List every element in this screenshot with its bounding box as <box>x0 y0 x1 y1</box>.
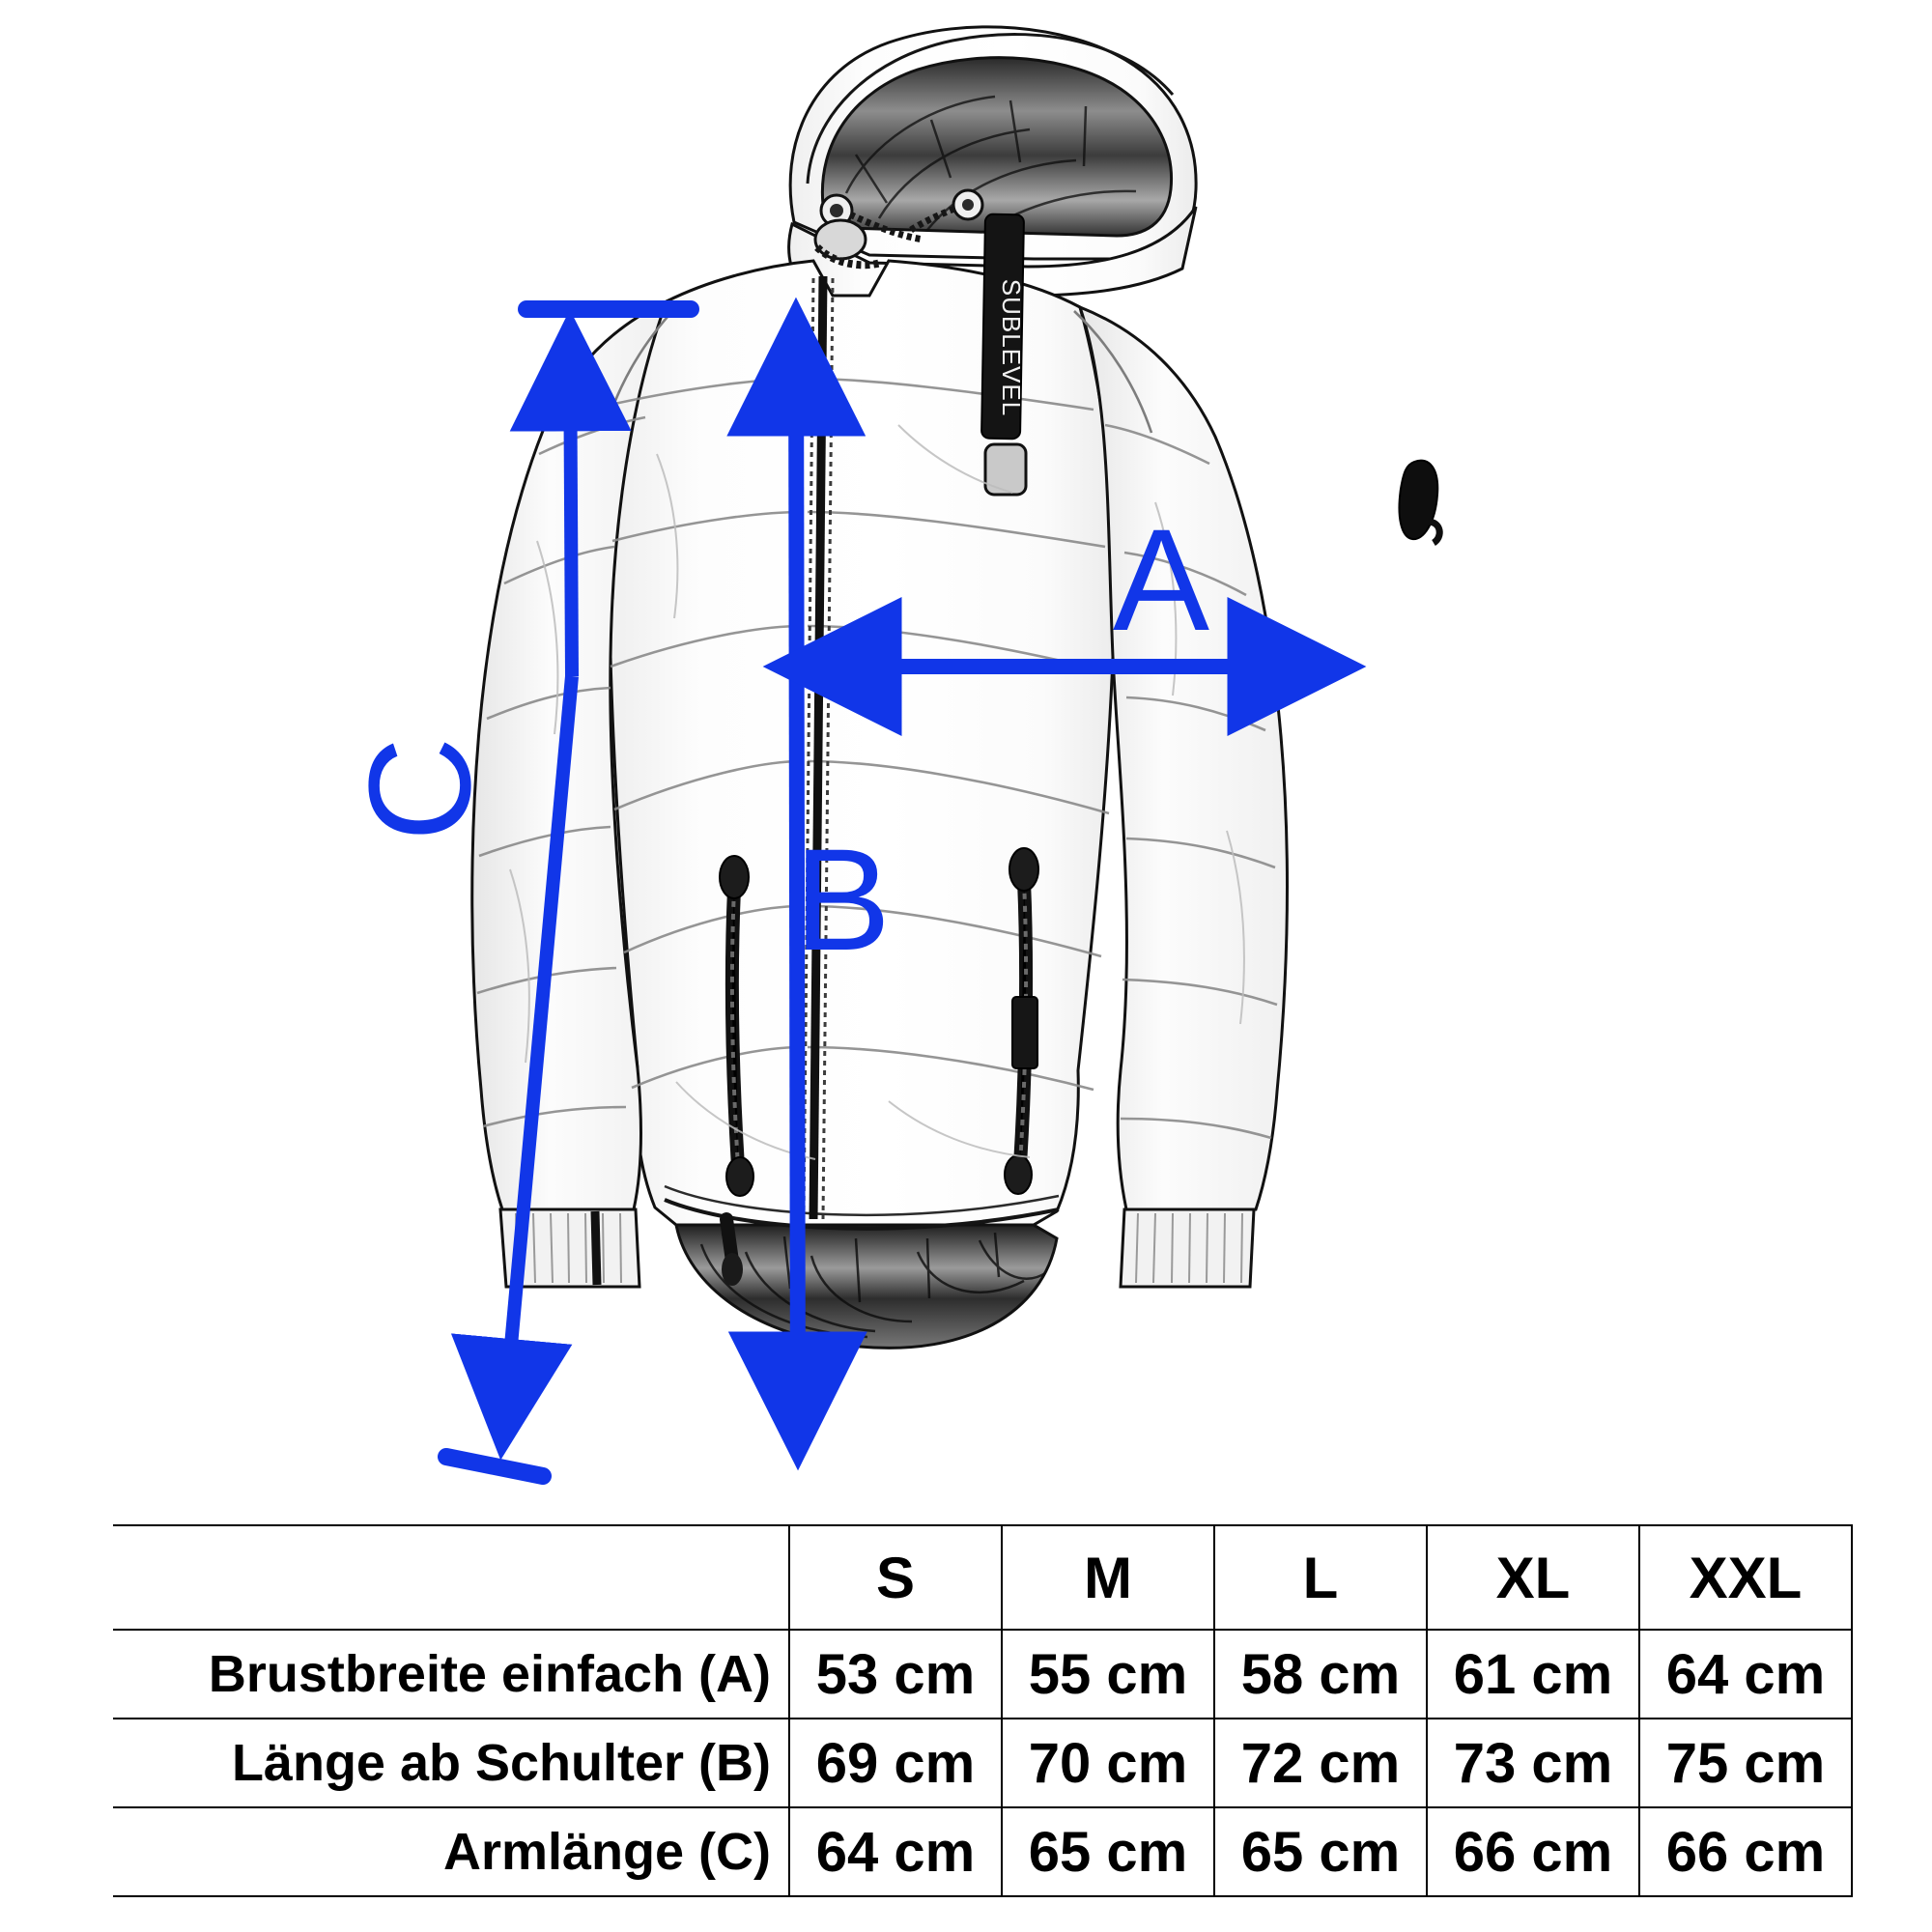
size-header-s: S <box>788 1524 1003 1631</box>
table-corner-cell <box>113 1524 790 1631</box>
size-header-xxl: XXL <box>1638 1524 1853 1631</box>
cell-length-s: 69 cm <box>788 1718 1003 1808</box>
table-row: Armlänge (C) 64 cm 65 cm 65 cm 66 cm 66 … <box>113 1806 1853 1897</box>
sleeve-patch <box>1398 459 1443 546</box>
jacket-graphic: SUBLEVEL <box>470 25 1443 1350</box>
cell-sleeve-xxl: 66 cm <box>1638 1806 1853 1897</box>
cell-chest-s: 53 cm <box>788 1629 1003 1719</box>
cell-chest-m: 55 cm <box>1001 1629 1215 1719</box>
cell-chest-xl: 61 cm <box>1426 1629 1640 1719</box>
row-label-length-shoulder: Länge ab Schulter (B) <box>113 1718 790 1808</box>
measure-label-a: A <box>1113 498 1210 661</box>
table-row: Brustbreite einfach (A) 53 cm 55 cm 58 c… <box>113 1629 1853 1719</box>
cell-sleeve-xl: 66 cm <box>1426 1806 1640 1897</box>
cell-length-xl: 73 cm <box>1426 1718 1640 1808</box>
measure-label-b: B <box>794 818 892 980</box>
row-label-chest-width: Brustbreite einfach (A) <box>113 1629 790 1719</box>
measurement-arrows <box>438 297 1367 1485</box>
cell-sleeve-l: 65 cm <box>1213 1806 1428 1897</box>
table-row: Länge ab Schulter (B) 69 cm 70 cm 72 cm … <box>113 1718 1853 1808</box>
brand-tape <box>980 213 1025 440</box>
size-table: S M L XL XXL Brustbreite einfach (A) 53 … <box>113 1524 1853 1897</box>
table-header-row: S M L XL XXL <box>113 1524 1853 1631</box>
size-header-m: M <box>1001 1524 1215 1631</box>
cell-length-m: 70 cm <box>1001 1718 1215 1808</box>
right-pocket-zipper <box>1004 847 1039 1195</box>
row-label-sleeve-length: Armlänge (C) <box>113 1806 790 1897</box>
measure-arrow-c <box>438 300 699 1485</box>
cell-sleeve-s: 64 cm <box>788 1806 1003 1897</box>
cell-length-xxl: 75 cm <box>1638 1718 1853 1808</box>
measure-label-c: C <box>338 736 501 842</box>
jacket-illustration: SUBLEVEL <box>438 25 1443 1485</box>
cell-chest-xxl: 64 cm <box>1638 1629 1853 1719</box>
cell-length-l: 72 cm <box>1213 1718 1428 1808</box>
measure-arrow-b <box>726 297 867 1471</box>
cell-chest-l: 58 cm <box>1213 1629 1428 1719</box>
hood-drawcords <box>813 188 984 270</box>
cell-sleeve-m: 65 cm <box>1001 1806 1215 1897</box>
size-header-l: L <box>1213 1524 1428 1631</box>
brand-tape-text: SUBLEVEL <box>997 279 1026 416</box>
size-header-xl: XL <box>1426 1524 1640 1631</box>
